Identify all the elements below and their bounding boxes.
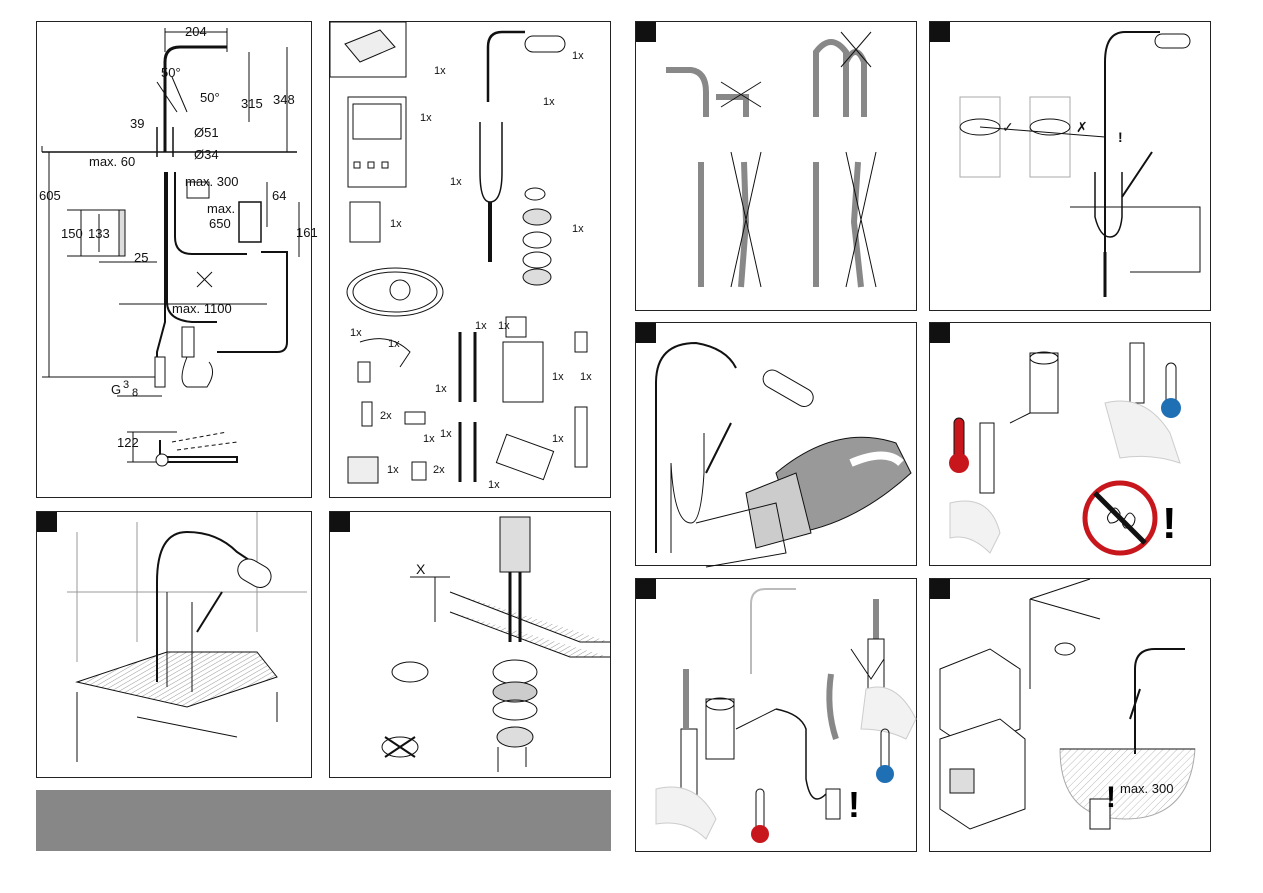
warning-mark: !: [1118, 129, 1123, 145]
step-2-drawing: X: [381, 516, 610, 772]
qty-screws: 1x: [488, 479, 500, 491]
dim-25: 25: [134, 250, 148, 265]
dim-605: 605: [39, 188, 61, 203]
dim-max-60: max. 60: [89, 154, 135, 169]
dim-dia-34: Ø34: [194, 147, 219, 162]
thermometer-hot-bulb: [751, 825, 769, 843]
no-water-sign: [1082, 480, 1158, 556]
step-panel-6: !: [929, 322, 1211, 566]
dim-161: 161: [296, 225, 318, 240]
parts-list-drawing: 1x 1x 1x 1x 1x 1x 1x 1x 1x 1x 1x 1x 1x 1…: [329, 21, 592, 491]
step-badge: [930, 22, 950, 42]
qty-elbow: 1x: [388, 338, 400, 350]
dim-150: 150: [61, 226, 83, 241]
step-panel-2: X: [329, 511, 611, 778]
step-panel-7: !: [635, 578, 917, 852]
qty-flex-hose: 1x: [435, 383, 447, 395]
dim-122: 122: [117, 435, 139, 450]
step-8-drawing: max. 300 !: [939, 578, 1196, 830]
dim-39: 39: [130, 116, 144, 131]
step-panel-4: ✓ ✗ !: [929, 21, 1211, 311]
step-badge: [636, 323, 656, 343]
label-max-300: max. 300: [1120, 781, 1173, 796]
step-badge: [330, 512, 350, 532]
dimension-drawing-panel: 204 50° 50° 315 348 39 Ø51 Ø34 max. 60 m…: [36, 21, 318, 498]
thermometer-cold-bulb: [876, 765, 894, 783]
warning-mark: !: [1106, 781, 1116, 814]
dim-64: 64: [272, 188, 286, 203]
step-badge: [930, 579, 950, 599]
step-badge: [37, 512, 57, 532]
qty-template: 1x: [498, 320, 510, 332]
dim-max-650-a: max.: [207, 201, 235, 216]
label-x: X: [416, 561, 426, 577]
qty-faucet: 1x: [450, 176, 462, 188]
dim-315: 315: [241, 96, 263, 111]
qty-bracket: 1x: [552, 433, 564, 445]
parts-qty-labels: 1x 1x 1x 1x 1x 1x 1x 1x 1x 1x 1x 1x 1x 1…: [350, 50, 592, 491]
qty-faucet-clip: 1x: [434, 65, 446, 77]
dim-angle-2: 50°: [200, 90, 220, 105]
qty-spout-insert: 1x: [572, 50, 584, 62]
step-badge: [930, 323, 950, 343]
mark-cross: ✗: [1076, 119, 1088, 135]
step-badge: [636, 579, 656, 599]
dim-dia-51: Ø51: [194, 125, 219, 140]
step-5-drawing: [655, 341, 912, 568]
step-7-drawing: !: [655, 588, 917, 843]
dim-max-1100: max. 1100: [172, 301, 232, 316]
dim-thread-den: 8: [132, 387, 138, 399]
qty-control-box: 1x: [552, 371, 564, 383]
step-6-drawing: !: [949, 342, 1181, 556]
qty-battery: 1x: [580, 371, 592, 383]
qty-leaflet: 1x: [390, 218, 402, 230]
gray-footer-bar: [36, 790, 611, 851]
dim-max-650-b: 650: [209, 216, 231, 231]
dim-133: 133: [88, 226, 110, 241]
step-panel-1: [36, 511, 312, 778]
dimension-drawing: 204 50° 50° 315 348 39 Ø51 Ø34 max. 60 m…: [39, 24, 318, 467]
qty-connector-2x: 2x: [433, 464, 445, 476]
qty-gasket-set: 1x: [572, 223, 584, 235]
step-panel-5: [635, 322, 917, 568]
qty-hose: 1x: [350, 327, 362, 339]
qty-valve-2x: 2x: [380, 410, 392, 422]
step-panel-3: [635, 21, 917, 311]
qty-nut: 1x: [440, 428, 452, 440]
dim-204: 204: [185, 24, 207, 39]
step-1-drawing: [67, 512, 307, 762]
dim-max-300: max. 300: [185, 174, 238, 189]
qty-cap: 1x: [423, 433, 435, 445]
thermometer-hot-bulb: [949, 453, 969, 473]
warning-mark: !: [848, 784, 860, 825]
dim-thread-num: 3: [123, 379, 129, 391]
parts-list-panel: 1x 1x 1x 1x 1x 1x 1x 1x 1x 1x 1x 1x 1x 1…: [329, 21, 611, 498]
warning-mark: !: [1162, 499, 1177, 548]
mark-check: ✓: [1002, 119, 1014, 135]
qty-manual: 1x: [420, 112, 432, 124]
hose-handling-drawing: [666, 31, 877, 288]
step-panel-8: max. 300 !: [929, 578, 1211, 852]
step-4-drawing: ✓ ✗ !: [959, 31, 1201, 297]
step-badge: [636, 22, 656, 42]
thermometer-cold-bulb: [1161, 398, 1181, 418]
qty-clip: 1x: [543, 96, 555, 108]
qty-hoses-top: 1x: [475, 320, 487, 332]
qty-sensor: 1x: [387, 464, 399, 476]
dim-thread-g: G: [111, 382, 121, 397]
dim-angle-1: 50°: [161, 65, 181, 80]
dim-348: 348: [273, 92, 295, 107]
